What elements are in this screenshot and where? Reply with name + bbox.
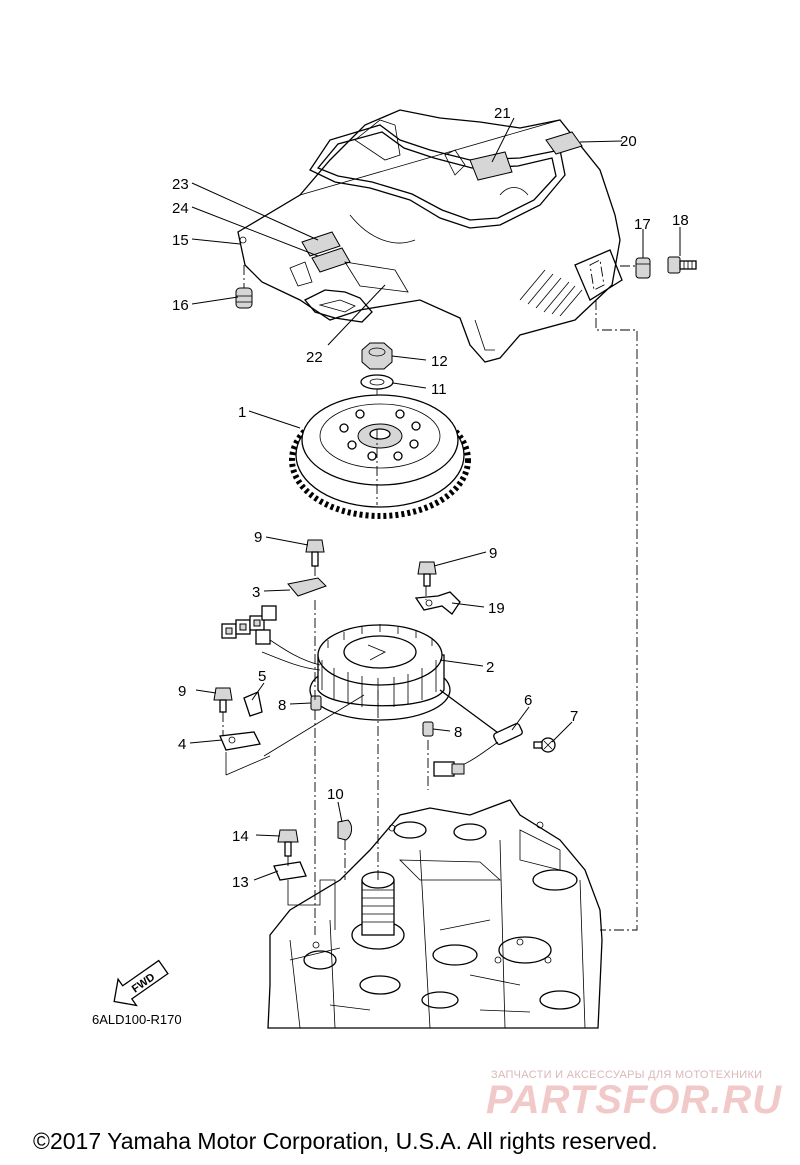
leader-lines <box>189 117 681 881</box>
callout-12: 12 <box>431 353 448 370</box>
collar-17 <box>635 257 651 279</box>
watermark-tagline: ЗАПЧАСТИ И АКСЕССУАРЫ ДЛЯ МОТОТЕХНИКИ <box>491 1069 763 1081</box>
woodruff-key-10 <box>337 819 353 841</box>
clamp-4 <box>219 731 261 751</box>
decal-20 <box>545 131 583 155</box>
callout-13: 13 <box>232 874 249 891</box>
assembly-lines <box>222 300 638 935</box>
callout-10: 10 <box>327 786 344 803</box>
holder-19 <box>414 591 461 615</box>
label-24 <box>311 247 351 273</box>
screw-7 <box>533 737 556 753</box>
callout-9-top: 9 <box>254 529 262 546</box>
callout-6: 6 <box>524 692 532 709</box>
clamp-13 <box>273 861 307 881</box>
stator-harness <box>221 605 321 671</box>
callouts: 21 20 23 24 15 16 22 17 18 12 11 1 9 3 9… <box>172 105 689 891</box>
holder-5 <box>243 691 263 717</box>
label-21 <box>469 151 513 181</box>
callout-7: 7 <box>570 708 578 725</box>
flywheel-cover <box>237 109 623 363</box>
callout-21: 21 <box>494 105 511 122</box>
callout-14: 14 <box>232 828 249 845</box>
grommet-16 <box>235 265 253 309</box>
label-22 <box>344 261 409 293</box>
callout-18: 18 <box>672 212 689 229</box>
callout-9-lower: 9 <box>178 683 186 700</box>
copyright-notice: ©2017 Yamaha Motor Corporation, U.S.A. A… <box>33 1128 658 1154</box>
dowel-8-left <box>310 695 322 711</box>
stator-2 <box>309 624 451 721</box>
engine-block <box>267 799 603 1029</box>
bolt-9-lower <box>213 687 233 713</box>
bolt-9-right <box>417 561 437 587</box>
callout-22: 22 <box>306 349 323 366</box>
bolt-9-top <box>305 539 325 585</box>
callout-9-right: 9 <box>489 545 497 562</box>
callout-24: 24 <box>172 200 189 217</box>
callout-2: 2 <box>486 659 494 676</box>
washer-11 <box>360 374 394 390</box>
callout-8-right: 8 <box>454 724 462 741</box>
callout-19: 19 <box>488 600 505 617</box>
callout-17: 17 <box>634 216 651 233</box>
callout-4: 4 <box>178 736 186 753</box>
fwd-arrow: FWD <box>113 959 169 1007</box>
callout-23: 23 <box>172 176 189 193</box>
callout-11: 11 <box>431 381 447 398</box>
callout-5: 5 <box>258 668 266 685</box>
callout-20: 20 <box>620 133 637 150</box>
flywheel-1 <box>289 394 471 519</box>
bolt-18 <box>620 256 697 274</box>
callout-15: 15 <box>172 232 189 249</box>
bolt-14 <box>277 829 299 857</box>
nut-12 <box>361 342 393 370</box>
diagram-code: 6ALD100-R170 <box>92 1012 182 1027</box>
callout-8-left: 8 <box>278 697 286 714</box>
watermark-brand: PARTSFOR.RU <box>486 1078 783 1122</box>
pulser-coil-6 <box>433 689 523 777</box>
callout-3: 3 <box>252 584 260 601</box>
callout-16: 16 <box>172 297 189 314</box>
dowel-8-right <box>422 721 434 737</box>
callout-1: 1 <box>238 404 246 421</box>
wire-clamp-3 <box>287 577 327 597</box>
